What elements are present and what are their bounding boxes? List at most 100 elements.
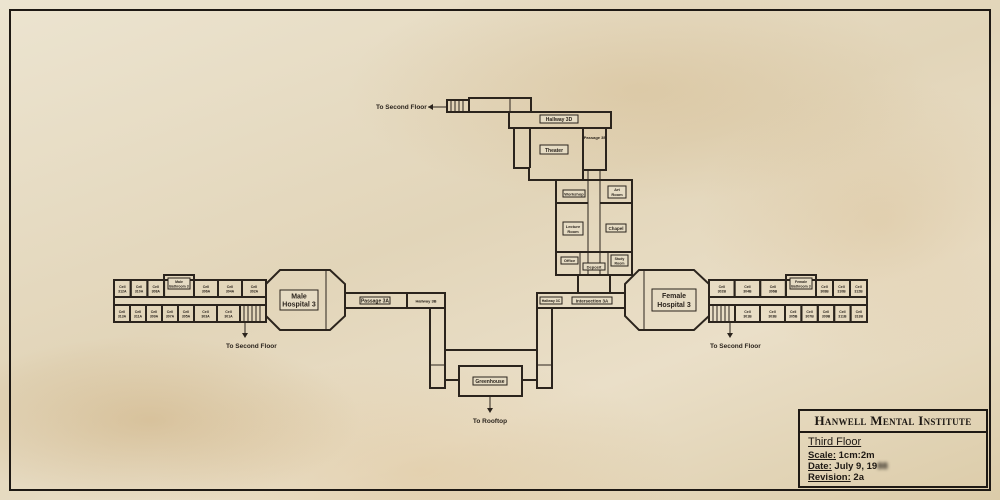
scale-row: Scale: 1cm:2m (808, 450, 978, 461)
cell-word: Cell (153, 285, 159, 289)
hallway-3d-label[interactable]: Hallway 3D (546, 117, 573, 123)
institution-name: Hanwell Mental Institute (800, 411, 986, 433)
cell-word: Cell (744, 285, 750, 289)
passage-3a-label[interactable]: Passage 3A (361, 299, 389, 305)
lecture-room-label-2: Room (567, 229, 579, 234)
male-hospital-label[interactable]: Male (291, 294, 307, 301)
female-bathroom-label[interactable]: Female (795, 280, 807, 284)
cell-number: 301B (743, 315, 752, 319)
cell-number: 309A (150, 315, 159, 319)
stairs-top (446, 99, 470, 113)
cell-word: Cell (167, 310, 173, 314)
study-room-label[interactable]: Study (615, 257, 625, 261)
cell-number: 304B (743, 290, 752, 294)
male-bathroom-label[interactable]: Male (175, 280, 183, 284)
chapel-label[interactable]: Chapel (608, 226, 623, 231)
cell-number: 301A (224, 315, 233, 319)
cell-number: 307A (166, 315, 175, 319)
cell-word: Cell (823, 310, 829, 314)
to-second-floor-label-top[interactable]: To Second Floor (376, 104, 427, 111)
cell-number: 311B (838, 315, 847, 319)
date-value: July 9, 19 (834, 461, 878, 472)
workshop-label[interactable]: Workshop (564, 192, 584, 197)
to-second-floor-label-right[interactable]: To Second Floor (710, 343, 761, 350)
outer-border (9, 9, 991, 491)
revision-label: Revision: (808, 472, 851, 483)
arrow-left-icon (428, 104, 433, 110)
female-wing: Hallway 3C Intersection 3A Female Hospit… (536, 269, 868, 350)
cell-word: Cell (719, 285, 725, 289)
revision-row: Revision: 2a (808, 472, 978, 483)
cell-number: 307B (805, 315, 814, 319)
cell-word: Cell (251, 285, 257, 289)
cell-word: Cell (856, 310, 862, 314)
cell-number: 303B (768, 315, 777, 319)
study-room-label-2: Room (615, 262, 625, 266)
theater-label[interactable]: Theater (545, 148, 563, 154)
to-second-floor-label-left[interactable]: To Second Floor (226, 343, 277, 350)
hallway-3b (406, 292, 446, 309)
cell-word: Cell (227, 285, 233, 289)
cell-number: 306B (769, 290, 778, 294)
cell-number: 305B (789, 315, 798, 319)
cell-word: Cell (769, 310, 775, 314)
female-bathroom-label-2: Bathroom 3 (791, 285, 811, 289)
cell-word: Cell (225, 310, 231, 314)
cell-number: 312B (854, 290, 863, 294)
cell-word: Cell (821, 285, 827, 289)
arrow-down-icon (487, 408, 493, 413)
cell-number: 304A (226, 290, 235, 294)
female-hospital-label-2: Hospital 3 (657, 302, 691, 309)
cell-number: 303A (201, 315, 210, 319)
hallway-3b-label[interactable]: Hallway 3B (415, 299, 436, 304)
cell-word: Cell (183, 310, 189, 314)
revision-value: 2a (853, 472, 864, 483)
hallway-3c-label[interactable]: Hallway 3C (542, 299, 561, 303)
top-section: To Second Floor Hallway 3D Theater Passa… (376, 97, 633, 294)
cell-word: Cell (744, 310, 750, 314)
art-room-label[interactable]: Art (614, 187, 620, 192)
cell-number: 312A (118, 290, 127, 294)
cell-308A[interactable] (146, 279, 166, 298)
cell-word: Cell (136, 285, 142, 289)
greenhouse-label[interactable]: Greenhouse (475, 379, 504, 385)
male-hospital-label-2: Hospital 3 (282, 302, 316, 309)
art-room-label-2: Room (611, 192, 623, 197)
arrow-down-icon (242, 333, 248, 338)
intersection-3a-label[interactable]: Intersection 3A (576, 299, 609, 304)
cell-306B[interactable] (759, 279, 787, 298)
female-hospital-label[interactable]: Female (662, 293, 686, 300)
cell-number: 310B (837, 290, 846, 294)
cell-312B[interactable] (849, 279, 868, 298)
cell-word: Cell (119, 310, 125, 314)
cell-number: 302B (718, 290, 727, 294)
cell-word: Cell (203, 285, 209, 289)
scale-label: Scale: (808, 450, 836, 461)
passage-3b-label[interactable]: Passage 3B (584, 135, 607, 140)
male-wing: Male Bathroom 3 Cell312ACell310ACell308A… (113, 269, 446, 350)
passage-3b (582, 127, 607, 171)
cell-word: Cell (202, 310, 208, 314)
cell-number: 308B (820, 290, 829, 294)
hallway-3d (508, 111, 612, 129)
cell-number: 311A (134, 315, 143, 319)
lecture-room-label[interactable]: Lecture (566, 224, 581, 229)
cell-number: 310A (135, 290, 144, 294)
office-label[interactable]: Office (564, 258, 576, 263)
stairs-right (708, 304, 736, 323)
cell-number: 313A (118, 315, 127, 319)
cell-word: Cell (839, 310, 845, 314)
male-bathroom-label-2: Bathroom 3 (169, 285, 189, 289)
arrow-down-icon (727, 333, 733, 338)
date-label: Date: (808, 461, 832, 472)
cell-313B[interactable] (849, 304, 868, 323)
to-rooftop-label[interactable]: To Rooftop (473, 418, 507, 425)
title-block: Hanwell Mental Institute Third Floor Sca… (798, 409, 988, 488)
cell-number: 302A (250, 290, 259, 294)
cell-word: Cell (806, 310, 812, 314)
deposit-label[interactable]: Deposit (587, 265, 602, 270)
cell-number: 313B (855, 315, 864, 319)
cell-word: Cell (770, 285, 776, 289)
